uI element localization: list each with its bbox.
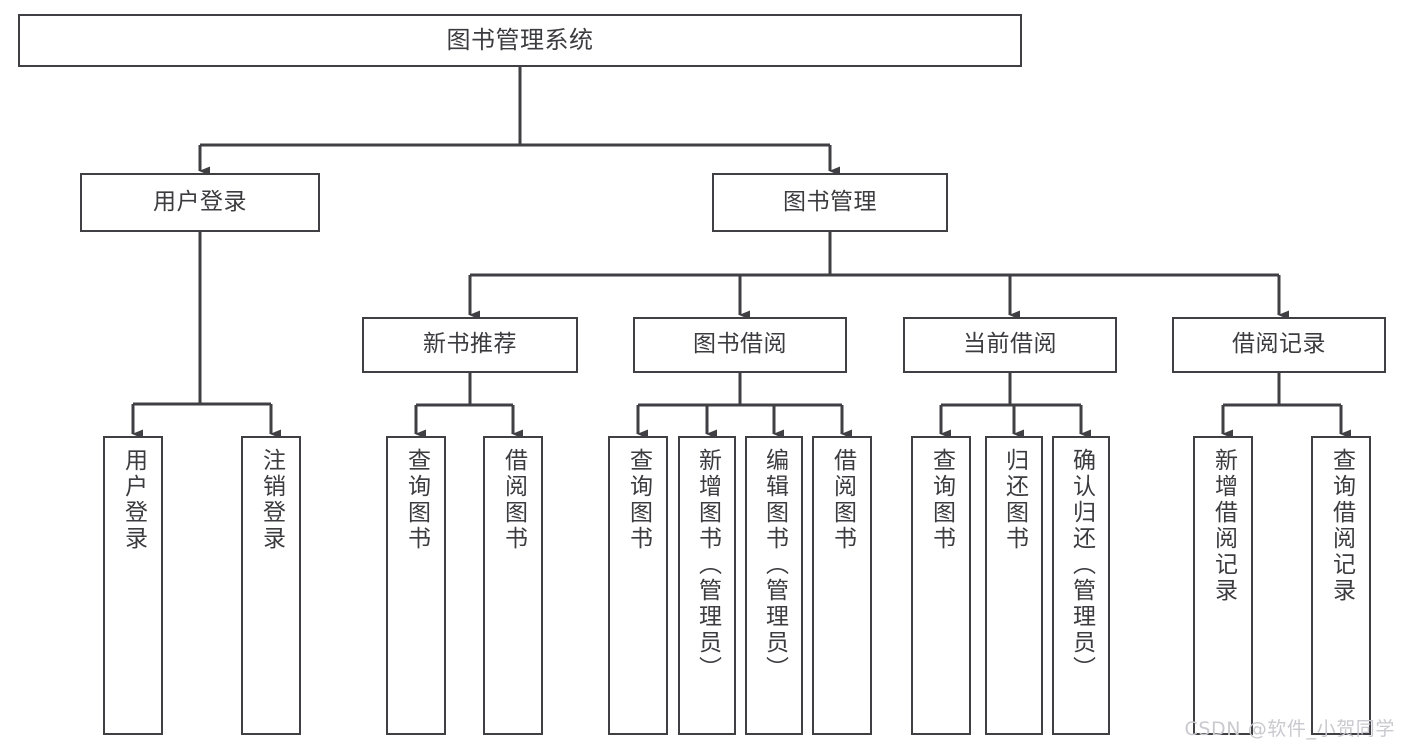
- leaf-query-borrow-record[interactable]: 查询借阅记录: [1311, 436, 1371, 735]
- leaf-query-borrow-record-label: 查询借阅记录: [1328, 448, 1355, 604]
- leaf-query-book-borrow-label: 查询图书: [625, 448, 652, 552]
- node-book-management-label: 图书管理: [783, 188, 877, 215]
- leaf-query-book-borrow[interactable]: 查询图书: [608, 436, 668, 735]
- node-book-management[interactable]: 图书管理: [712, 173, 948, 232]
- leaf-add-book-admin[interactable]: 新增图书（管理员）: [678, 436, 736, 735]
- leaf-user-login[interactable]: 用户登录: [103, 436, 163, 735]
- leaf-query-book-newbook[interactable]: 查询图书: [386, 436, 446, 735]
- leaf-edit-book-admin-label: 编辑图书（管理员）: [761, 448, 788, 682]
- node-root-label: 图书管理系统: [446, 26, 594, 55]
- leaf-borrow-book-newbook[interactable]: 借阅图书: [483, 436, 543, 735]
- leaf-add-borrow-record-label: 新增借阅记录: [1210, 448, 1237, 604]
- node-borrow-record-label: 借阅记录: [1232, 331, 1326, 358]
- node-current-borrow[interactable]: 当前借阅: [903, 317, 1117, 373]
- leaf-confirm-return-admin-label: 确认归还（管理员）: [1068, 448, 1095, 682]
- node-book-borrow-label: 图书借阅: [693, 331, 787, 358]
- leaf-query-book-newbook-label: 查询图书: [403, 448, 430, 552]
- leaf-borrow-book-newbook-label: 借阅图书: [500, 448, 527, 552]
- node-user-login-label: 用户登录: [153, 188, 247, 215]
- leaf-add-book-admin-label: 新增图书（管理员）: [694, 448, 721, 682]
- leaf-confirm-return-admin[interactable]: 确认归还（管理员）: [1052, 436, 1110, 735]
- leaf-query-book-current[interactable]: 查询图书: [911, 436, 971, 735]
- csdn-watermark: CSDN @软件_小贺同学: [1184, 718, 1395, 740]
- node-new-book-recommend[interactable]: 新书推荐: [362, 317, 578, 373]
- leaf-query-book-current-label: 查询图书: [928, 448, 955, 552]
- leaf-user-login-label: 用户登录: [120, 448, 147, 552]
- node-borrow-record[interactable]: 借阅记录: [1172, 317, 1386, 373]
- leaf-borrow-book[interactable]: 借阅图书: [812, 436, 872, 735]
- leaf-logout[interactable]: 注销登录: [241, 436, 301, 735]
- leaf-logout-label: 注销登录: [258, 448, 285, 552]
- leaf-return-book-label: 归还图书: [1001, 448, 1028, 552]
- leaf-borrow-book-label: 借阅图书: [829, 448, 856, 552]
- leaf-return-book[interactable]: 归还图书: [985, 436, 1043, 735]
- node-root[interactable]: 图书管理系统: [18, 14, 1022, 67]
- node-book-borrow[interactable]: 图书借阅: [633, 317, 847, 373]
- leaf-edit-book-admin[interactable]: 编辑图书（管理员）: [745, 436, 803, 735]
- leaf-add-borrow-record[interactable]: 新增借阅记录: [1193, 436, 1253, 735]
- node-current-borrow-label: 当前借阅: [963, 331, 1057, 358]
- node-user-login[interactable]: 用户登录: [80, 173, 320, 232]
- node-new-book-recommend-label: 新书推荐: [423, 331, 517, 358]
